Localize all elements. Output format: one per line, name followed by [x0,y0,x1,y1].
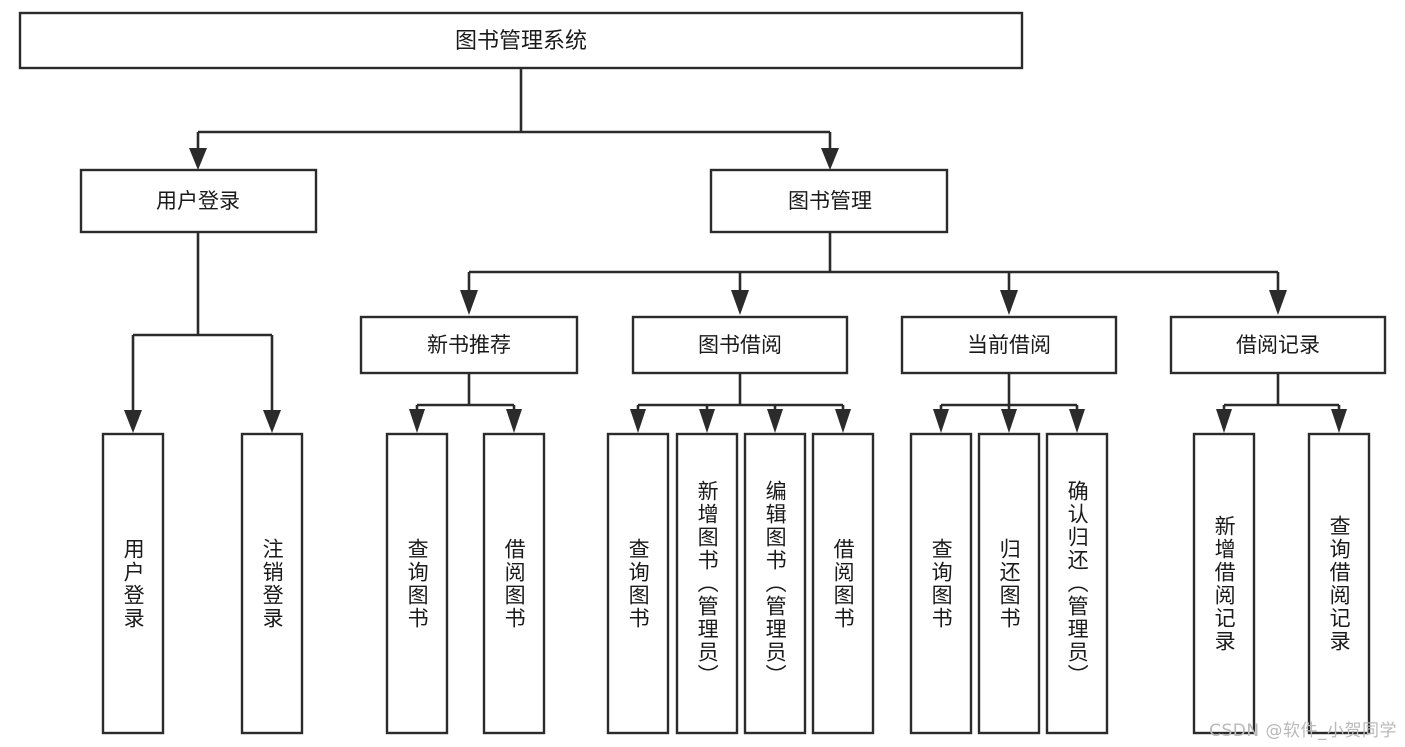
arrow-head-user-login [189,148,207,170]
arrow-head-leaf-add-record [1216,409,1232,433]
arrow-head-leaf-return-book [1001,409,1017,433]
arrow-head-leaf-borrow-book-1 [506,409,522,433]
node-user-login-label: 用户登录 [156,189,240,213]
node-current-borrow-box[interactable] [900,315,1118,375]
node-book-management-box[interactable] [709,168,949,234]
node-leaf-edit-book-box[interactable] [743,432,807,735]
node-current-borrow-label: 当前借阅 [967,333,1051,357]
connector-layer [124,68,1347,433]
node-leaf-confirm-return-box[interactable] [1045,432,1109,735]
node-leaf-query-book-2-box[interactable] [606,432,670,735]
node-borrow-record-box[interactable] [1169,315,1387,375]
arrow-head-new-book-recommend [460,290,478,315]
arrow-head-book-management [821,148,839,170]
arrow-head-leaf-query-book-3 [933,409,949,433]
node-leaf-add-record-box[interactable] [1192,432,1256,735]
arrow-head-leaf-query-book-2 [630,409,646,433]
arrow-head-leaf-query-record [1331,409,1347,433]
node-leaf-user-logout-box[interactable] [240,432,304,735]
node-root-label: 图书管理系统 [455,29,587,54]
node-leaf-query-book-3-box[interactable] [909,432,973,735]
arrow-head-leaf-user-login [124,410,142,433]
arrow-head-current-borrow [1000,290,1018,315]
node-leaf-query-book-1-box[interactable] [385,432,449,735]
arrow-head-leaf-query-book-1 [409,409,425,433]
node-leaf-user-login-box[interactable] [101,432,165,735]
node-new-book-recommend-label: 新书推荐 [427,333,511,357]
arrow-head-book-borrow [731,290,749,315]
node-leaf-return-book-box[interactable] [977,432,1041,735]
arrow-head-leaf-borrow-book-2 [835,409,851,433]
node-new-book-recommend-box[interactable] [359,315,579,375]
node-book-borrow-box[interactable] [631,315,849,375]
node-leaf-add-book-box[interactable] [675,432,739,735]
arrow-head-leaf-user-logout [263,410,281,433]
arrow-head-leaf-edit-book [767,409,783,433]
node-book-management-label: 图书管理 [788,189,872,213]
arrow-head-leaf-add-book [699,409,715,433]
node-layer: 图书管理系统 用户登录 图书管理 新书推荐 图书借阅 当前借阅 借阅记录 [18,11,1387,735]
node-user-login-box[interactable] [79,168,318,234]
node-borrow-record-label: 借阅记录 [1236,333,1320,357]
arrow-head-borrow-record [1269,290,1287,315]
arrow-head-leaf-confirm-return [1069,409,1085,433]
node-root-box[interactable] [18,11,1024,70]
node-leaf-query-record-box[interactable] [1307,432,1371,735]
node-leaf-borrow-book-1-box[interactable] [482,432,546,735]
watermark-text: CSDN @软件_小贺同学 [1209,721,1397,741]
node-leaf-borrow-book-2-box[interactable] [811,432,875,735]
node-book-borrow-label: 图书借阅 [698,333,782,357]
